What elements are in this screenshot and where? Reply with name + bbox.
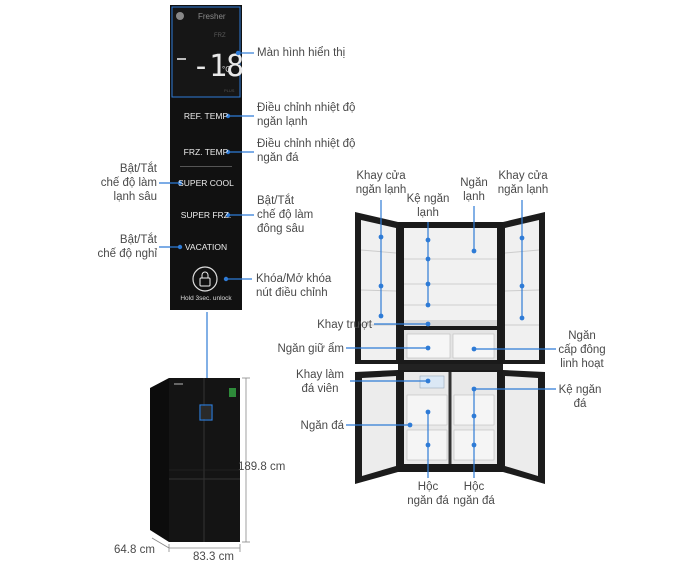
fridge-callout-lines xyxy=(346,200,556,478)
open-fridge xyxy=(355,212,545,484)
panel-brand: Fresher xyxy=(198,12,226,21)
dimension-depth: 64.8 cm xyxy=(114,544,155,556)
panel-button-ref-temp[interactable]: REF. TEMP xyxy=(183,111,229,121)
panel-lock-hint: Hold 3sec. unlock xyxy=(180,295,232,302)
panel-callout-lines xyxy=(159,50,254,407)
closed-fridge xyxy=(150,377,250,552)
panel-display-digits: -18 xyxy=(192,49,243,84)
label-freezer: Ngăn đá xyxy=(300,420,344,432)
panel-button-super-frz[interactable]: SUPER FRZ. xyxy=(180,210,232,220)
lock-icon xyxy=(199,277,211,287)
brand-logo-icon xyxy=(176,12,184,20)
lock-button[interactable] xyxy=(192,266,218,292)
dimension-height: 189.8 cm xyxy=(238,461,286,473)
control-panel: Fresher FRZ -18 °C PLUS xyxy=(170,5,244,310)
callout-display: Màn hình hiển thị xyxy=(257,47,346,59)
label-humidity-drawer: Ngăn giữ ẩm xyxy=(277,343,344,355)
svg-text:FRZ: FRZ xyxy=(214,33,226,39)
panel-display-unit: °C xyxy=(222,65,231,74)
panel-button-frz-temp[interactable]: FRZ. TEMP xyxy=(183,147,229,157)
panel-button-super-cool[interactable]: SUPER COOL xyxy=(178,178,234,188)
panel-button-vacation[interactable]: VACATION xyxy=(184,242,228,252)
svg-text:PLUS: PLUS xyxy=(224,88,235,93)
dimension-width: 83.3 cm xyxy=(193,551,234,563)
label-slide-tray: Khay trượt xyxy=(317,319,372,331)
